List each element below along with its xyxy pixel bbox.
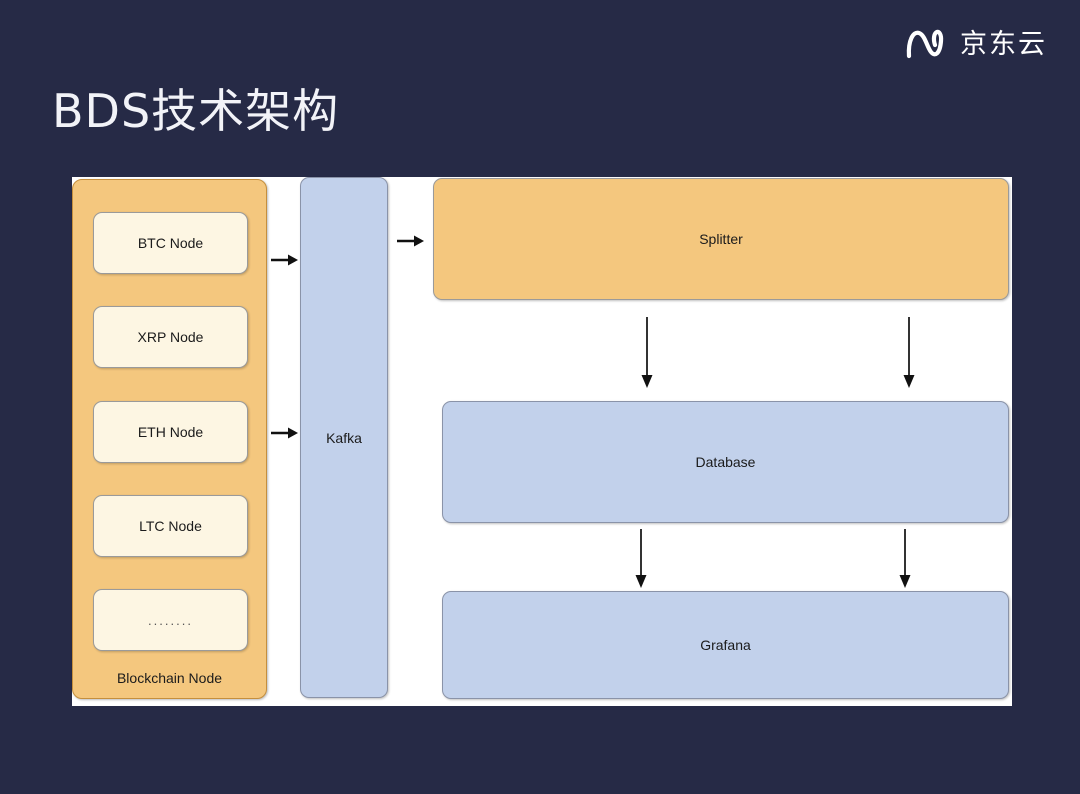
database-label: Database — [695, 454, 756, 470]
node-box-xrp[interactable]: XRP Node — [93, 306, 248, 368]
architecture-diagram-canvas: BTC Node XRP Node ETH Node LTC Node ....… — [72, 177, 1012, 706]
kafka-to-splitter-arrow — [397, 234, 425, 248]
eth-to-kafka-arrow — [271, 426, 299, 440]
node-label: LTC Node — [139, 518, 202, 534]
node-label-ellipsis: ........ — [148, 612, 193, 628]
blockchain-node-group-label: Blockchain Node — [116, 670, 223, 686]
node-box-btc[interactable]: BTC Node — [93, 212, 248, 274]
node-box-eth[interactable]: ETH Node — [93, 401, 248, 463]
grafana-label: Grafana — [700, 637, 751, 653]
node-label: ETH Node — [137, 424, 204, 440]
database-to-grafana-arrow-right — [897, 529, 913, 589]
node-label: BTC Node — [137, 235, 204, 251]
splitter-to-database-arrow-right — [901, 317, 917, 389]
node-label: XRP Node — [137, 329, 204, 345]
kafka-label: Kafka — [326, 429, 362, 446]
splitter-label: Splitter — [699, 231, 743, 247]
splitter-box[interactable]: Splitter — [433, 178, 1009, 300]
brand-logo: 京东云 — [904, 27, 1047, 61]
splitter-to-database-arrow-left — [639, 317, 655, 389]
page-title: BDS技术架构 — [52, 84, 340, 138]
grafana-box[interactable]: Grafana — [442, 591, 1009, 699]
jd-cloud-logo-icon — [904, 27, 950, 61]
database-box[interactable]: Database — [442, 401, 1009, 523]
node-box-ltc[interactable]: LTC Node — [93, 495, 248, 557]
blockchain-node-group[interactable]: BTC Node XRP Node ETH Node LTC Node ....… — [72, 179, 267, 699]
kafka-box[interactable]: Kafka — [300, 177, 388, 698]
btc-to-kafka-arrow — [271, 253, 299, 267]
node-box-more[interactable]: ........ — [93, 589, 248, 651]
database-to-grafana-arrow-left — [633, 529, 649, 589]
brand-name: 京东云 — [960, 28, 1047, 60]
